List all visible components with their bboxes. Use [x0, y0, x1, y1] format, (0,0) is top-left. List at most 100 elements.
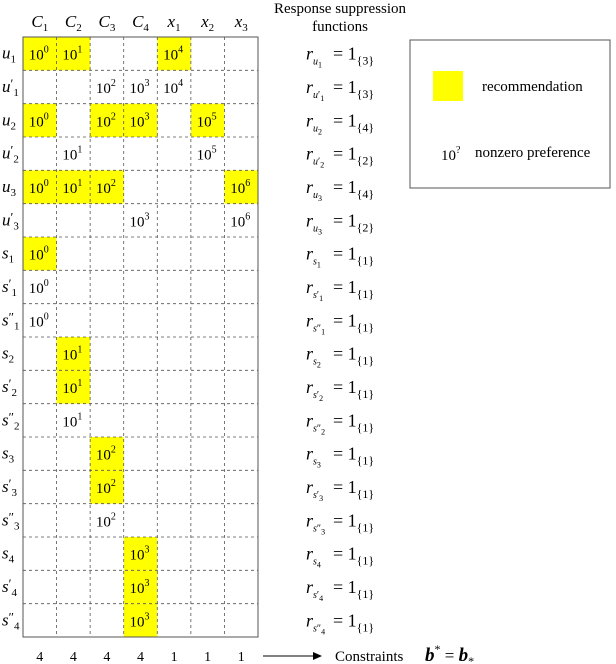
- highlight-cell: [23, 37, 57, 71]
- preference-base: 10: [130, 581, 145, 597]
- function-rhs: = 1: [333, 244, 357, 264]
- suppression-function: rs′4= 1{1}: [306, 577, 374, 603]
- function-subscript-prime: ′: [318, 157, 320, 168]
- legend-preference-symbol: 10?: [441, 145, 461, 164]
- column-subscript: 3: [242, 22, 248, 34]
- row-label-base: s: [2, 544, 9, 563]
- row-label-base: s: [2, 444, 9, 463]
- preference-base: 10: [62, 181, 77, 197]
- row-label-subscript: 3: [14, 520, 20, 532]
- row-label-prime: ′: [11, 76, 14, 91]
- function-subscript: u3: [313, 190, 322, 203]
- function-symbol: r: [306, 477, 314, 497]
- function-subscript-prime: ′: [317, 490, 319, 501]
- function-rhs: = 1: [333, 210, 357, 230]
- highlight-cell: [90, 170, 124, 204]
- legend-frame: [409, 39, 611, 189]
- row-label-subscript: 3: [13, 220, 19, 232]
- constraint-count: 4: [70, 650, 77, 664]
- function-subscript: s″3: [313, 523, 325, 536]
- preference-base: 10: [130, 614, 145, 630]
- preference-value: 106: [230, 178, 250, 197]
- constraints-formula: b* = b*: [425, 642, 474, 664]
- row-label-prime: ″: [9, 309, 14, 324]
- function-subscript-base: s: [313, 290, 317, 301]
- function-symbol: r: [306, 310, 314, 330]
- preference-value: 102: [96, 478, 116, 497]
- column-letter: C: [65, 12, 77, 31]
- function-subscript: s4: [313, 557, 321, 570]
- suppression-functions: ru1= 1{3}ru′1= 1{3}ru2= 1{4}ru′2= 1{2}ru…: [306, 44, 374, 637]
- row-label-subscript: 4: [11, 587, 17, 599]
- function-subscript-base: u: [313, 90, 318, 101]
- function-subscript-prime: ′: [317, 290, 319, 301]
- function-rhs-set: {3}: [357, 87, 375, 101]
- function-subscript-index: 2: [321, 427, 325, 436]
- function-subscript: u2: [313, 123, 322, 136]
- row-label: u3: [2, 177, 17, 199]
- function-subscript-base: u: [313, 57, 318, 68]
- function-subscript-base: s: [313, 457, 317, 468]
- preference-base: 10: [96, 514, 111, 530]
- row-label-subscript: 1: [11, 54, 17, 66]
- function-rhs: = 1: [333, 44, 357, 64]
- function-rhs: = 1: [333, 577, 357, 597]
- function-subscript-base: s: [313, 323, 317, 334]
- preference-base: 10: [96, 481, 111, 497]
- function-symbol: r: [306, 344, 314, 364]
- function-rhs: = 1: [333, 410, 357, 430]
- preference-exponent: 3: [145, 78, 150, 89]
- suppression-function: rs″4= 1{1}: [306, 610, 374, 636]
- preference-exponent: 0: [44, 45, 49, 56]
- preference-value: 102: [96, 78, 116, 97]
- preference-value: 104: [163, 78, 183, 97]
- preference-base: 10: [163, 81, 178, 97]
- preference-exponent: 1: [77, 45, 82, 56]
- highlight-cell: [123, 603, 158, 637]
- preference-value: 100: [29, 111, 49, 130]
- function-rhs-set: {1}: [357, 354, 375, 368]
- row-label: u′2: [2, 143, 19, 166]
- function-subscript: s′3: [313, 490, 323, 503]
- function-symbol: r: [306, 544, 314, 564]
- preference-base: 10: [62, 348, 77, 364]
- preference-value: 103: [130, 578, 150, 597]
- preference-base: 10: [96, 181, 111, 197]
- row-label: s1: [2, 244, 14, 266]
- function-rhs: = 1: [333, 344, 357, 364]
- function-rhs-set: {2}: [357, 154, 375, 168]
- column-letter: x: [234, 12, 243, 31]
- function-subscript-prime: ″: [317, 623, 321, 634]
- preference-value: 103: [130, 211, 150, 230]
- suppression-function: ru2= 1{4}: [306, 110, 374, 136]
- row-label-base: u: [2, 44, 11, 63]
- row-label-prime: ″: [9, 609, 14, 624]
- column-letter: C: [31, 12, 43, 31]
- function-subscript-index: 1: [318, 61, 322, 70]
- preference-base: 10: [29, 181, 44, 197]
- row-label-subscript: 3: [9, 454, 15, 466]
- function-rhs-set: {3}: [357, 54, 375, 68]
- preference-value: 103: [130, 611, 150, 630]
- function-subscript-index: 2: [320, 161, 324, 170]
- column-subscript: 4: [143, 22, 149, 34]
- preference-base: 10: [62, 48, 77, 64]
- row-label-prime: ′: [9, 576, 12, 591]
- function-rhs: = 1: [333, 444, 357, 464]
- function-subscript-index: 3: [318, 227, 322, 236]
- function-symbol: r: [306, 410, 314, 430]
- preference-base: 10: [130, 81, 145, 97]
- preference-exponent: 2: [111, 445, 116, 456]
- preference-value: 101: [62, 411, 82, 430]
- highlight-cell: [90, 470, 124, 504]
- function-symbol: r: [306, 444, 314, 464]
- function-symbol: r: [306, 510, 314, 530]
- preference-exponent: 0: [44, 311, 49, 322]
- column-subscript: 2: [76, 22, 82, 34]
- highlight-cell: [56, 337, 91, 371]
- function-rhs-set: {1}: [357, 487, 375, 501]
- highlight-cell: [123, 537, 158, 571]
- suppression-function: ru1= 1{3}: [306, 44, 374, 70]
- row-label-base: s: [2, 244, 9, 263]
- function-subscript-index: 1: [321, 327, 325, 336]
